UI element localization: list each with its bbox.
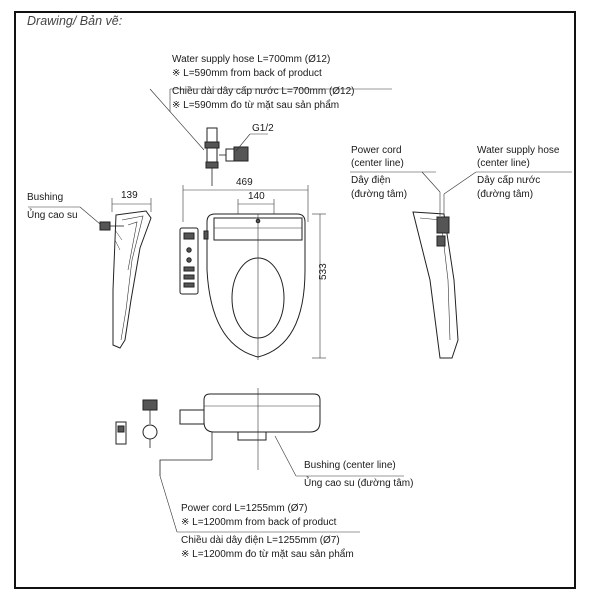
left-side-view [28,206,152,349]
dim-overall-width: 469 [236,177,253,188]
water-hose-center-label-1: Water supply hose [477,145,560,156]
water-valve-fitting [204,127,268,186]
power-cord-label-1: Power cord L=1255mm (Ø7) [181,503,308,514]
power-cord-center-label-1: Power cord [351,145,402,156]
water-hose-leader [149,88,392,151]
water-hose-label-4: ※ L=590mm đo từ mặt sau sản phẩm [172,100,340,111]
water-hose-label-1: Water supply hose L=700mm (Ø12) [172,54,331,65]
power-cord-label-2: ※ L=1200mm from back of product [181,517,337,528]
power-cord-center-vi-1: Dây điện [351,175,391,186]
remote-panel [179,227,199,295]
bushing-center-label-en: Bushing (center line) [304,460,396,471]
bushing-label-en: Bushing [27,192,64,203]
right-side-view [350,171,572,359]
dim-side-depth: 139 [121,190,138,201]
power-cord-label-3: Chiều dài dây điện L=1255mm (Ø7) [181,535,340,546]
bushing-label-vi: Ủng cao su [27,210,78,221]
dim-overall-length: 533 [318,263,329,280]
g12-label: G1/2 [252,123,274,134]
drawing-frame [14,11,576,589]
water-hose-label-3: Chiều dài dây cấp nước L=700mm (Ø12) [172,86,355,97]
water-hose-center-vi-2: (đường tâm) [477,189,534,200]
power-cord-label-4: ※ L=1200mm đo từ mặt sau sản phẩm [181,549,354,560]
seat-top-view [203,213,306,360]
water-hose-center-label-2: (center line) [477,158,530,169]
water-hose-center-vi-1: Dây cấp nước [477,175,541,186]
power-cord-center-vi-2: (đường tâm) [351,189,408,200]
dim-inner-width: 140 [248,191,265,202]
drawing-title: Drawing/ Bản vẽ: [27,14,123,28]
bottom-view [115,388,404,533]
water-hose-label-2: ※ L=590mm from back of product [172,68,322,79]
power-cord-center-label-2: (center line) [351,158,404,169]
bushing-center-label-vi: Ủng cao su (đường tâm) [304,478,414,489]
